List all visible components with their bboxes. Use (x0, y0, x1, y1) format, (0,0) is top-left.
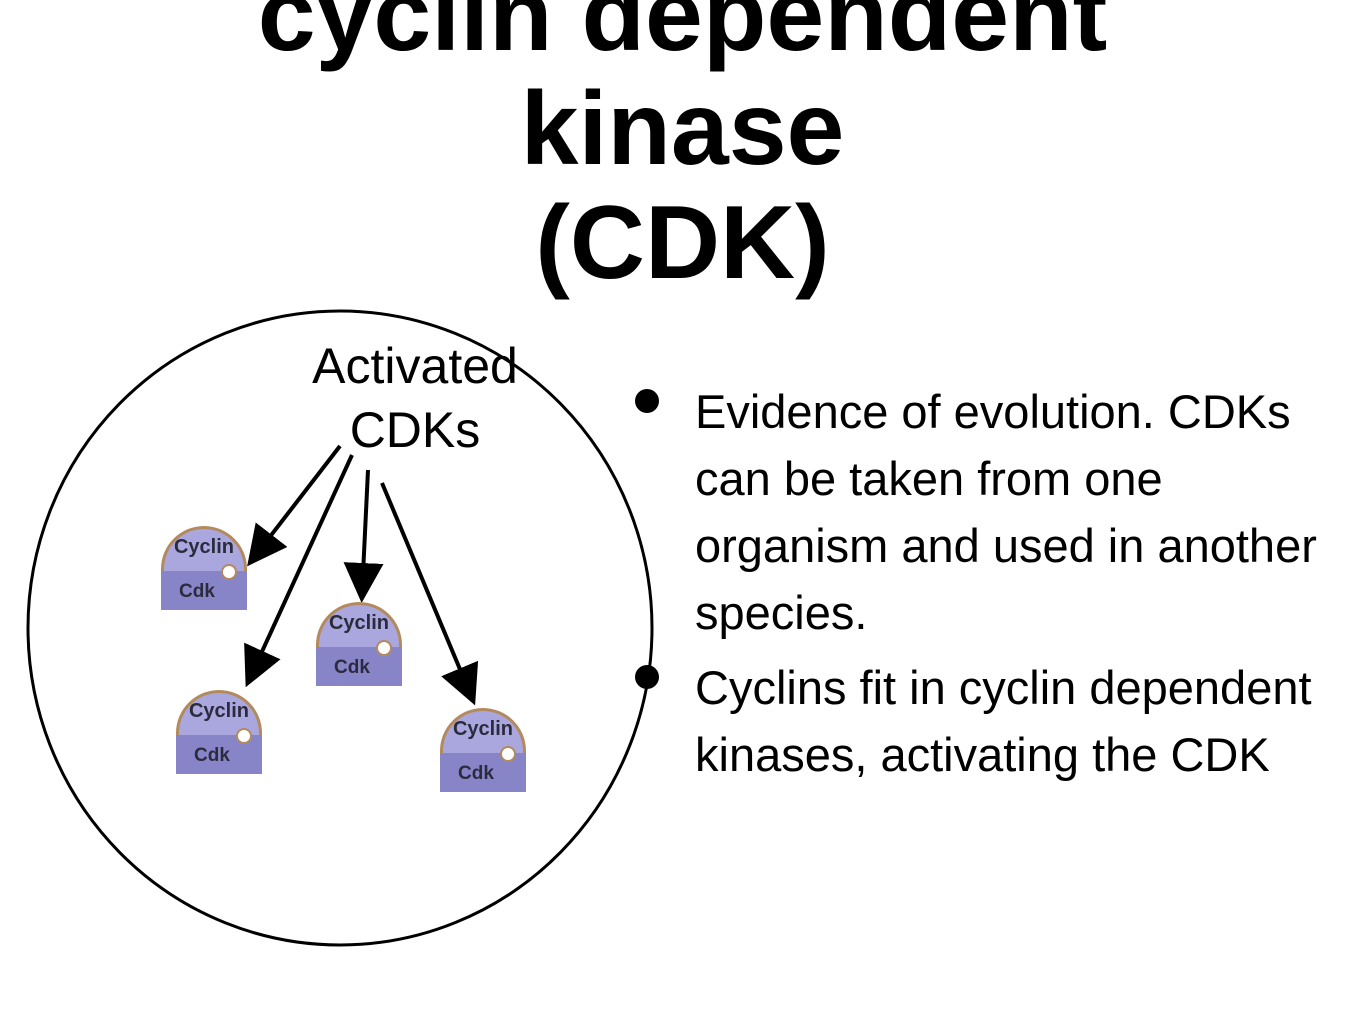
arrow-to-complex-4 (380, 482, 479, 706)
cyclin-label: Cyclin (328, 612, 390, 634)
cyclin-cdk-complex: Cyclin Cdk (176, 690, 262, 774)
cyclin-cdk-complex: Cyclin Cdk (316, 602, 402, 686)
binding-notch (376, 640, 392, 656)
cyclin-cdk-complex: Cyclin Cdk (161, 526, 247, 610)
cyclin-label: Cyclin (173, 536, 235, 558)
cdk-label: Cdk (179, 581, 215, 602)
arrow-to-complex-3 (343, 469, 384, 603)
bullet-item: Cyclins fit in cyclin dependent kinases,… (628, 654, 1365, 788)
title-line-3: (CDK) (535, 185, 830, 301)
title-line-1: cyclin dependent (257, 0, 1108, 73)
arrow-to-complex-1 (247, 444, 342, 567)
binding-notch (500, 746, 516, 762)
activated-cdks-line-1: Activated (312, 338, 518, 394)
bullet-text: Cyclins fit in cyclin dependent kinases,… (695, 661, 1312, 781)
cdk-label: Cdk (194, 745, 230, 766)
bullet-text: Evidence of evolution. CDKs can be taken… (695, 385, 1317, 639)
activated-cdks-line-2: CDKs (349, 402, 481, 458)
cyclin-cdk-complex: Cyclin Cdk (440, 708, 526, 792)
cdk-label: Cdk (458, 763, 494, 784)
cdk-label: Cdk (334, 657, 370, 678)
bullet-item: Evidence of evolution. CDKs can be taken… (628, 378, 1365, 646)
activated-cdks-label: Activated CDKs (270, 334, 560, 462)
cell-circle (26, 309, 654, 947)
cyclin-label: Cyclin (188, 700, 250, 722)
bullet-dot-icon (635, 665, 659, 689)
slide-title: cyclin dependent kinase (CDK) (0, 0, 1365, 300)
binding-notch (236, 728, 252, 744)
cyclin-label: Cyclin (452, 718, 514, 740)
bullet-list: Evidence of evolution. CDKs can be taken… (628, 378, 1365, 796)
title-line-2: kinase (520, 71, 845, 187)
arrow-to-complex-2 (244, 454, 354, 688)
bullet-dot-icon (635, 389, 659, 413)
binding-notch (221, 564, 237, 580)
